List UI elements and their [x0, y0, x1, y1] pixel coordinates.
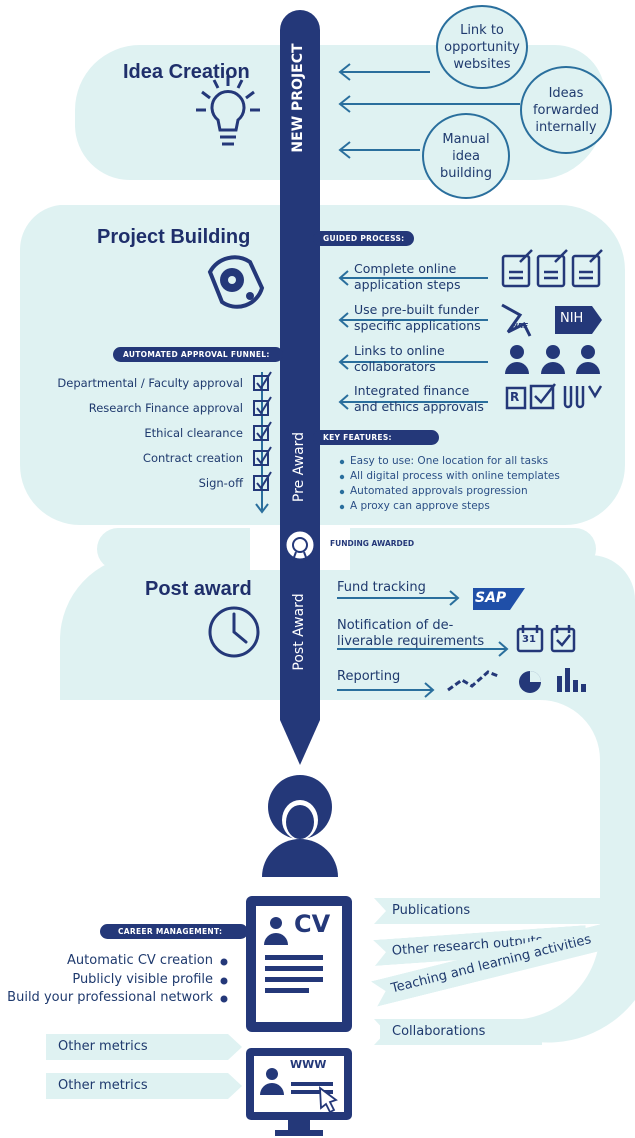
- automated-approval-funnel-label: AUTOMATED APPROVAL FUNNEL:: [113, 347, 283, 362]
- reporting-label: Reporting: [337, 669, 401, 684]
- web-profile-monitor-icon: [246, 1048, 352, 1136]
- calendar-day-text: 31: [522, 634, 536, 645]
- post-award-title: Post award: [145, 578, 252, 600]
- funding-badge-icon: [283, 528, 317, 562]
- calendar-icon: [516, 625, 576, 653]
- nih-logo-text: NIH: [560, 311, 584, 326]
- input-collaborations: Collaborations: [374, 1019, 542, 1045]
- idea-creation-title: Idea Creation: [123, 61, 250, 83]
- approvals-icon: [505, 383, 603, 410]
- sap-logo-text: SAP: [475, 590, 507, 606]
- application-forms-icon: [501, 249, 603, 288]
- career-item-3: Build your professional network: [7, 990, 213, 1005]
- approval-checkboxes: [253, 371, 272, 491]
- notification-label: Notification of de-liverable requirement…: [337, 618, 485, 649]
- career-item-1: Automatic CV creation: [67, 953, 213, 968]
- researcher-icon: [262, 775, 338, 877]
- output-metrics-1: Other metrics: [46, 1034, 242, 1060]
- post-award-spine-label: Post Award: [291, 593, 307, 671]
- funnel-step-2: Research Finance approval: [88, 401, 243, 415]
- new-project-label: NEW PROJECT: [290, 43, 306, 153]
- sap-logo-icon: [473, 588, 525, 610]
- background-ribbon: [19, 45, 635, 1043]
- cv-text: CV: [294, 910, 331, 938]
- funnel-step-4: Contract creation: [142, 451, 243, 465]
- guided-process-label: GUIDED PROCESS:: [313, 231, 415, 246]
- funnel-step-1: Departmental / Faculty approval: [57, 376, 243, 390]
- pre-award-label: Pre Award: [291, 431, 307, 503]
- input-publications: Publications: [374, 898, 612, 924]
- lightbulb-icon: [196, 76, 260, 146]
- career-item-2: Publicly visible profile: [72, 972, 213, 987]
- project-building-title: Project Building: [97, 226, 251, 248]
- feature-4: A proxy can approve steps: [350, 500, 490, 512]
- bubble-opportunity-websites: Link to opportunity websites: [436, 5, 528, 89]
- feature-3: Automated approvals progression: [350, 485, 528, 497]
- nrf-logo-text: NRF: [512, 322, 529, 330]
- nih-logo-icon: [555, 306, 602, 334]
- collaborators-icon: [505, 345, 600, 374]
- nrf-logo-icon: [501, 303, 532, 337]
- funnel-step-5: Sign-off: [198, 476, 243, 490]
- output-metrics-2: Other metrics: [46, 1073, 242, 1099]
- fund-tracking-label: Fund tracking: [337, 580, 426, 595]
- feature-1: Easy to use: One location for all tasks: [350, 455, 549, 467]
- www-text: WWW: [290, 1058, 327, 1071]
- feature-2: All digital process with online template…: [350, 470, 560, 482]
- report-charts-icon: [447, 668, 586, 693]
- clock-icon: [208, 606, 260, 658]
- timeline-spine: [280, 10, 320, 765]
- bubble-ideas-forwarded: Ideas forwarded internally: [520, 66, 612, 154]
- cv-document-icon: [246, 896, 352, 1032]
- funnel-step-3: Ethical clearance: [144, 426, 243, 440]
- career-management-label: CAREER MANAGEMENT:: [100, 924, 248, 939]
- bubble-manual-idea: Manual idea building: [422, 113, 510, 199]
- gear-icon: [207, 255, 265, 309]
- key-features-label: KEY FEATURES:: [313, 430, 439, 445]
- approval-r-text: R: [510, 390, 520, 404]
- funding-awarded-label: FUNDING AWARDED: [330, 539, 415, 548]
